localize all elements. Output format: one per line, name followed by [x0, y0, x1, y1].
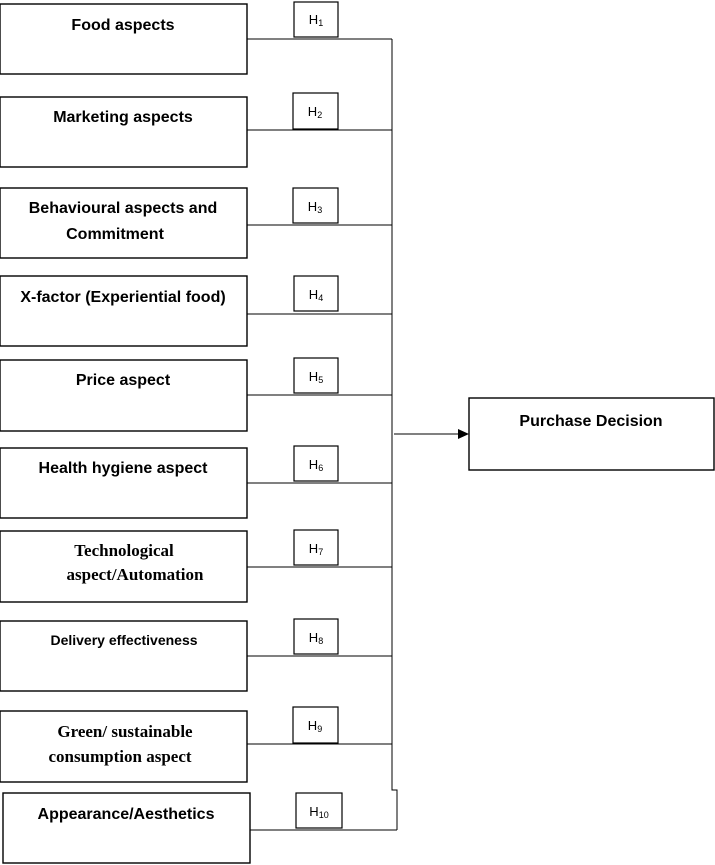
hypothesis-letter: H — [309, 287, 318, 302]
factor-label: Delivery effectiveness — [50, 632, 197, 648]
factor-label-line-1: Green/ sustainable — [57, 722, 193, 741]
hypothesis-badge-h7: H7 — [293, 529, 339, 566]
svg-text:H1: H1 — [309, 12, 323, 28]
hypothesis-letter: H — [309, 369, 318, 384]
hypothesis-badge-h3: H3 — [292, 187, 339, 224]
factor-label: Price aspect — [76, 372, 171, 389]
hypothesis-badge-h1: H1 — [293, 1, 339, 38]
hypothesis-letter: H — [308, 718, 317, 733]
factor-node-appearance-aesthetics: Appearance/Aesthetics — [2, 792, 251, 864]
hypothesis-number: 1 — [318, 18, 323, 28]
factor-node-delivery-effectiveness: Delivery effectiveness — [0, 620, 248, 692]
svg-text:H9: H9 — [308, 718, 322, 734]
factor-label-line-1: Technological — [74, 541, 174, 560]
factor-node-marketing-aspects: Marketing aspects — [0, 96, 248, 168]
factor-node-behavioural-aspects: Behavioural aspects and Commitment — [0, 187, 248, 259]
outcome-label: Purchase Decision — [519, 413, 662, 430]
outcome-node-purchase-decision: Purchase Decision — [468, 397, 715, 471]
svg-text:H4: H4 — [309, 287, 323, 303]
svg-text:H6: H6 — [309, 457, 323, 473]
hypothesis-letter: H — [309, 12, 318, 27]
hypothesis-number: 8 — [318, 636, 323, 646]
hypothesis-badge-h5: H5 — [293, 357, 339, 394]
hypothesis-badge-h4: H4 — [293, 275, 339, 312]
hypothesis-badge-h2: H2 — [292, 92, 339, 130]
hypothesis-letter: H — [308, 104, 317, 119]
hypothesis-number: 6 — [318, 463, 323, 473]
hypothesis-letter: H — [308, 199, 317, 214]
hypothesis-letter: H — [309, 457, 318, 472]
svg-text:H10: H10 — [309, 804, 328, 820]
factor-label-line-2: aspect/Automation — [67, 565, 204, 584]
hypothesis-badge-h8: H8 — [293, 618, 339, 655]
hypothesis-number: 7 — [318, 547, 323, 557]
hypothesis-letter: H — [309, 541, 318, 556]
factor-label: Appearance/Aesthetics — [38, 806, 215, 823]
factor-label: X-factor (Experiential food) — [20, 289, 225, 306]
factor-node-health-hygiene-aspect: Health hygiene aspect — [0, 447, 248, 519]
hypothesis-number: 3 — [317, 205, 322, 215]
factor-node-green-sustainable: Green/ sustainable consumption aspect — [0, 710, 248, 783]
hypothesis-number: 10 — [319, 810, 329, 820]
svg-text:H7: H7 — [309, 541, 323, 557]
factor-node-technological-aspect: Technological aspect/Automation — [0, 530, 248, 603]
arrowhead-icon — [458, 429, 469, 439]
factor-label: Health hygiene aspect — [39, 460, 209, 477]
collector-line — [391, 39, 398, 830]
svg-text:H3: H3 — [308, 199, 322, 215]
hypothesis-number: 4 — [318, 293, 323, 303]
factor-node-food-aspects: Food aspects — [0, 3, 248, 75]
hypothesis-letter: H — [309, 804, 318, 819]
factor-label: Food aspects — [71, 17, 174, 34]
hypothesis-badge-h10: H10 — [295, 792, 343, 829]
hypothesis-number: 5 — [318, 375, 323, 385]
factor-label-line-1: Behavioural aspects and — [29, 200, 218, 217]
factor-node-price-aspect: Price aspect — [0, 359, 248, 432]
hypothesis-letter: H — [309, 630, 318, 645]
factor-label: Marketing aspects — [53, 109, 193, 126]
hypothesis-number: 2 — [317, 110, 322, 120]
hypothesis-number: 9 — [317, 724, 322, 734]
hypothesis-badge-h6: H6 — [293, 445, 339, 482]
factor-node-x-factor: X-factor (Experiential food) — [0, 275, 248, 347]
hypothesis-badge-h9: H9 — [292, 706, 339, 744]
svg-text:H2: H2 — [308, 104, 322, 120]
factor-label-line-2: consumption aspect — [48, 747, 191, 766]
svg-text:H8: H8 — [309, 630, 323, 646]
factor-label-line-2: Commitment — [66, 226, 164, 243]
svg-text:H5: H5 — [309, 369, 323, 385]
